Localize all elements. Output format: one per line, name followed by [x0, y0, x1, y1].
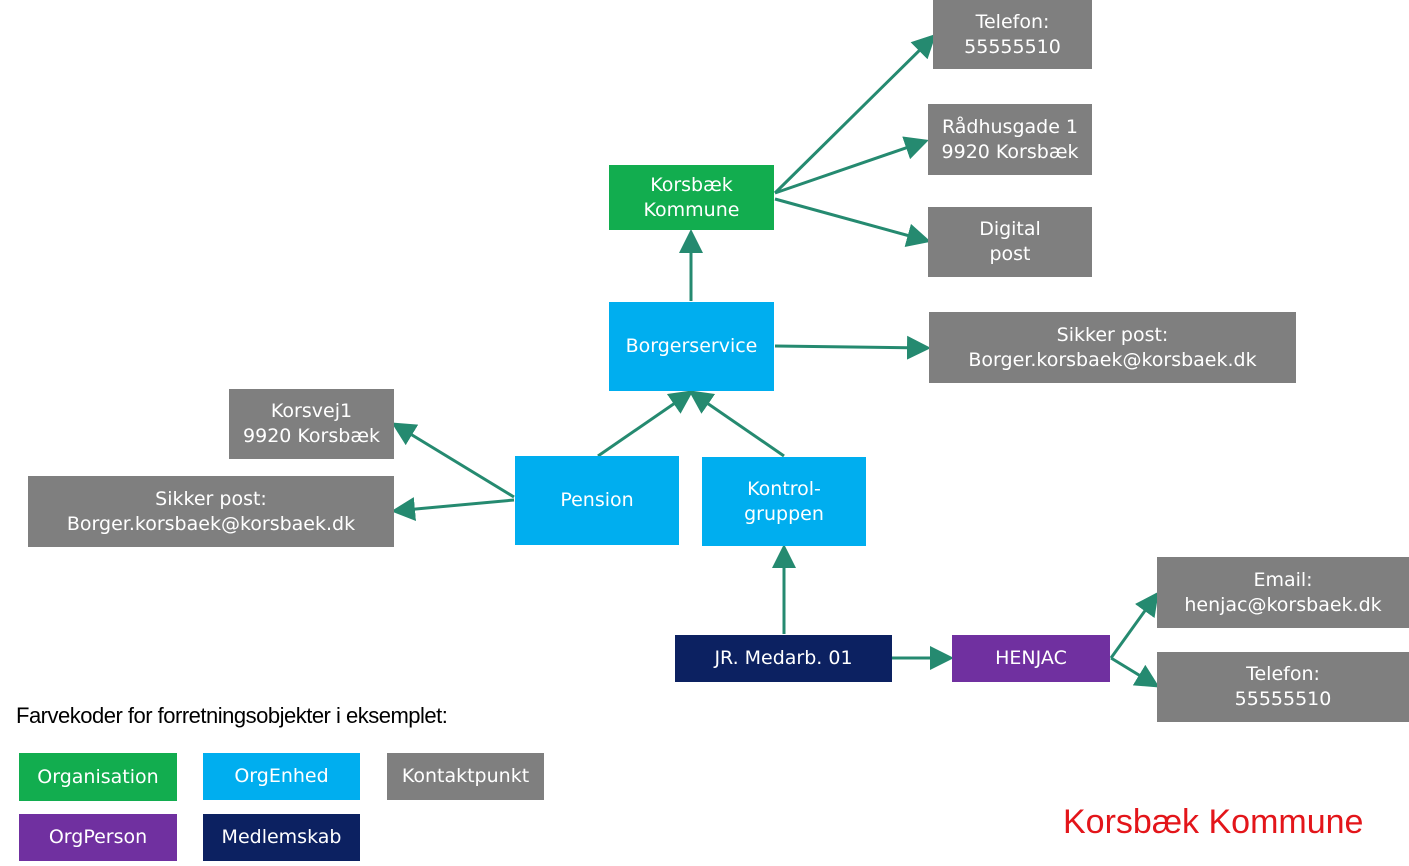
legend-title: Farvekoder for forretningsobjekter i eks… — [16, 703, 448, 728]
node-jr-medarb: JR. Medarb. 01 — [675, 635, 892, 682]
edge-kommune-to-digital-post — [774, 197, 931, 248]
node-henjac: HENJAC — [952, 635, 1110, 682]
edge-henjac-to-email — [1109, 591, 1159, 659]
edge-kommune-to-telefon — [773, 33, 937, 195]
edge-borgerservice-to-sikker-post — [774, 335, 931, 360]
edge-henjac-to-telefon — [1110, 656, 1160, 688]
contact-korsvej: Korsvej1 9920 Korsbæk — [229, 389, 394, 459]
contact-email: Email: henjac@korsbaek.dk — [1157, 557, 1409, 628]
node-kontrolgruppen: Kontrol- gruppen — [702, 457, 866, 546]
legend-organisation: Organisation — [19, 753, 177, 801]
edge-pension-to-borgerservice — [597, 390, 694, 458]
edge-pension-to-sikker-post — [391, 497, 515, 522]
legend-medlemskab: Medlemskab — [203, 814, 360, 861]
legend-kontaktpunkt: Kontaktpunkt — [387, 753, 544, 800]
edge-kontrolgruppen-to-borgerservice — [688, 390, 785, 458]
edge-pension-to-korsvej — [391, 422, 515, 499]
node-borgerservice: Borgerservice — [609, 302, 774, 391]
contact-sikker-post-left: Sikker post: Borger.korsbaek@korsbaek.dk — [28, 476, 394, 547]
edge-kommune-to-raadhusgade — [774, 136, 929, 195]
brand-label: Korsbæk Kommune — [1063, 803, 1364, 841]
legend-orgperson: OrgPerson — [19, 814, 177, 861]
contact-raadhusgade: Rådhusgade 1 9920 Korsbæk — [928, 104, 1092, 175]
legend-orgenhed: OrgEnhed — [203, 753, 360, 800]
contact-sikker-post-right: Sikker post: Borger.korsbaek@korsbaek.dk — [929, 312, 1296, 383]
contact-telefon-bottom: Telefon: 55555510 — [1157, 652, 1409, 722]
contact-telefon-top: Telefon: 55555510 — [933, 0, 1092, 69]
node-pension: Pension — [515, 456, 679, 545]
node-korsbaek-kommune: Korsbæk Kommune — [609, 165, 774, 230]
contact-digital-post: Digital post — [928, 207, 1092, 277]
